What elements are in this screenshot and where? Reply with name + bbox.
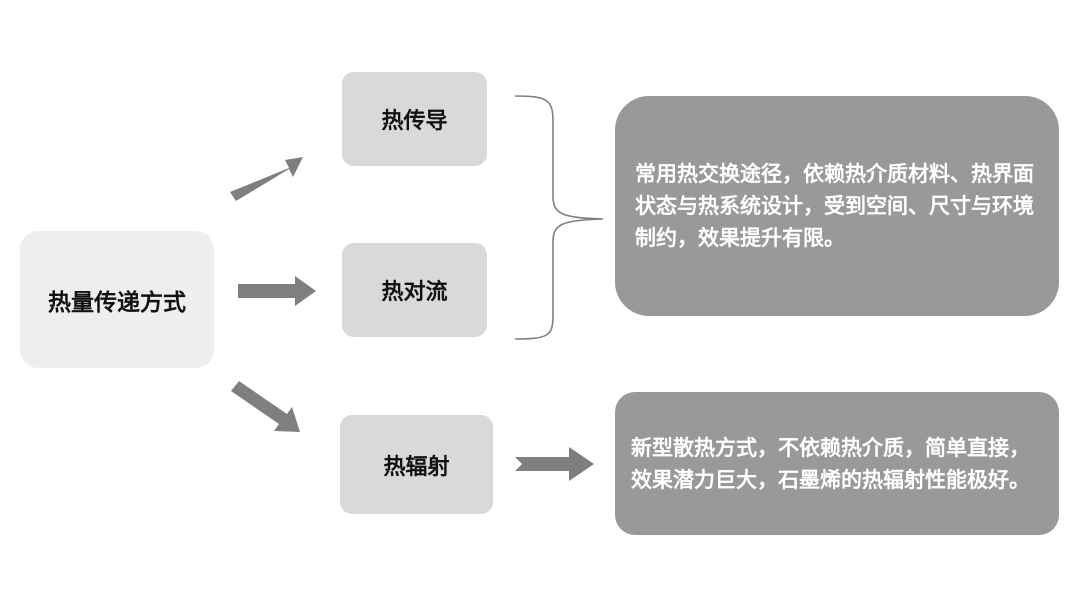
convection-label: 热对流 — [381, 280, 448, 305]
arrow-to-convection — [238, 276, 316, 306]
description-new-text: 新型散热方式，不依赖热介质，简单直接，效果潜力巨大，石墨烯的热辐射性能极好。 — [631, 435, 1030, 492]
root-label: 热量传递方式 — [48, 289, 186, 316]
conduction-label: 热传导 — [381, 109, 448, 134]
node-convection: 热对流 — [342, 243, 487, 337]
description-new: 新型散热方式，不依赖热介质，简单直接，效果潜力巨大，石墨烯的热辐射性能极好。 — [615, 392, 1059, 535]
root-node: 热量传递方式 — [20, 231, 214, 368]
arrow-to-new-desc — [515, 447, 594, 481]
description-common: 常用热交换途径，依赖热介质材料、热界面状态与热系统设计，受到空间、尺寸与环境制约… — [615, 96, 1059, 316]
arrow-to-radiation — [231, 381, 300, 432]
arrow-to-conduction — [230, 157, 303, 201]
description-common-text: 常用热交换途径，依赖热介质材料、热界面状态与热系统设计，受到空间、尺寸与环境制约… — [635, 162, 1034, 250]
node-radiation: 热辐射 — [340, 415, 493, 514]
radiation-label: 热辐射 — [383, 454, 450, 480]
node-conduction: 热传导 — [342, 72, 487, 166]
brace-group — [514, 95, 604, 340]
